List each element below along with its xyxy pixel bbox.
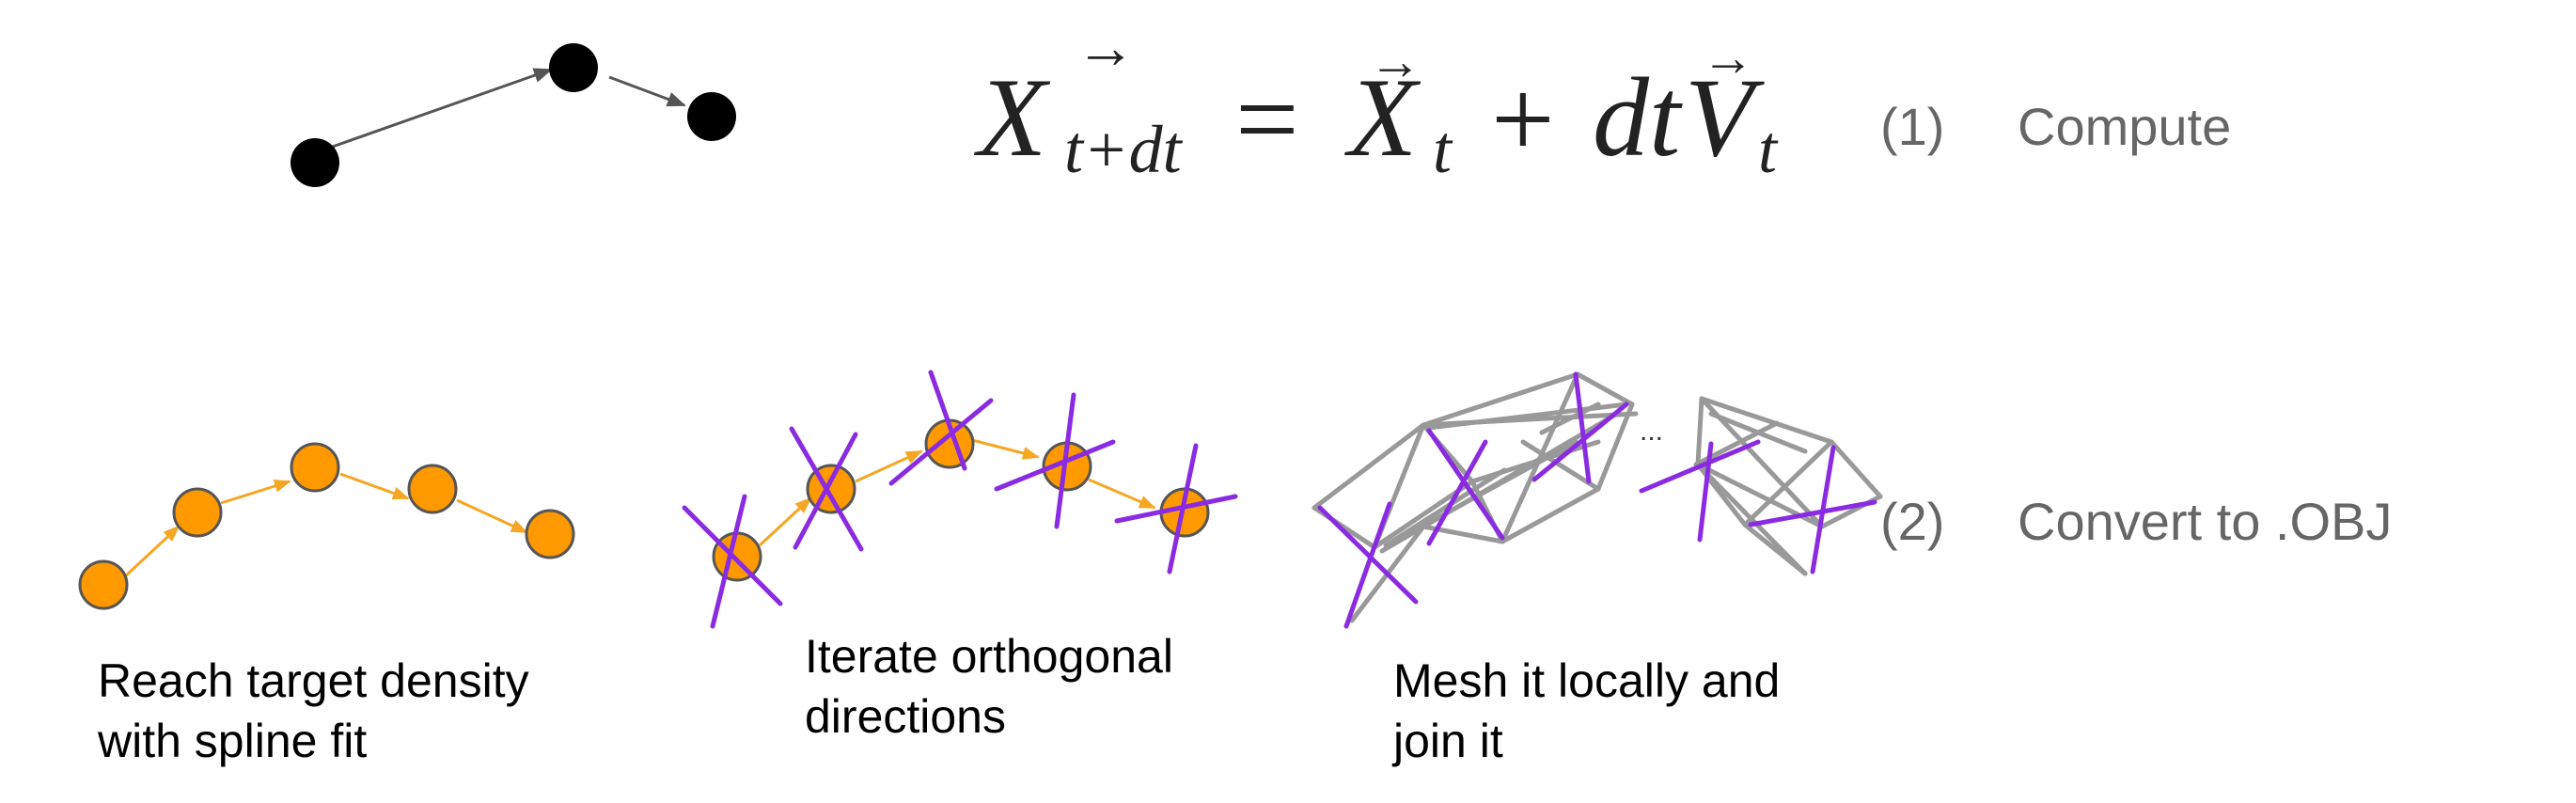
ortho-arrow-4 [1088,478,1156,510]
step-arrow-1 [326,68,553,150]
particle-node-1 [291,138,339,187]
step-arrow-2 [608,75,686,107]
spline-arrow-2 [220,480,291,505]
eq-equals: = [1235,56,1299,181]
spline-node-3 [290,442,340,493]
row-2-number: (2) [1880,492,1945,551]
equation: X → t+dt = X → t + dt V → t [978,14,1786,187]
particle-step-illustration [291,43,736,187]
row-1-number: (1) [1880,97,1945,156]
ortho-node-1 [712,531,762,582]
ortho-cross-3a [928,370,967,471]
orthogonal-directions-illustration [682,370,1238,629]
mesh-illustration: ... [1312,371,1883,629]
spline-fit-illustration [78,442,575,610]
particle-node-2 [549,43,598,92]
row-2-label: Convert to .OBJ [2018,492,2393,551]
ortho-cross-5b [1114,494,1238,524]
mesh-edges-right [1693,396,1883,576]
ortho-cross-3b [888,398,994,486]
caption-mesh: Mesh it locally and join it [1393,654,1781,767]
eq-lhs-symbol: X [978,55,1047,180]
spline-arrow-1 [122,525,181,579]
mesh-ellipsis: ... [1640,416,1663,447]
eq-plus: + [1491,56,1555,181]
ortho-cross-4b [994,439,1116,492]
particle-node-3 [687,92,736,141]
ortho-cross-1b [710,494,747,629]
spline-arrow-3 [339,472,410,500]
eq-lhs-arrow: → [1076,14,1136,81]
row-1-label: Compute [2018,97,2232,156]
ortho-cross-2b [793,432,858,550]
spline-node-2 [172,487,223,538]
spline-node-1 [78,559,129,610]
eq-rhs-x: X [1348,55,1418,180]
spline-arrow-4 [456,498,528,534]
eq-dt: dt [1593,55,1681,180]
eq-lhs-subscript: t+dt [1064,112,1182,187]
spline-node-4 [407,464,458,514]
mesh-cross-lines-left [1317,371,1629,629]
orthogonal-cross-lines [682,370,1238,629]
eq-rhs-v-subscript: t [1758,112,1778,187]
eq-rhs-v-arrow: → [1702,29,1754,87]
caption-orthogonal: Iterate orthogonal directions [805,630,1173,743]
mesh-cross-lines-right [1639,439,1877,575]
caption-spline-fit: Reach target density with spline fit [98,654,529,767]
eq-rhs-x-subscript: t [1433,112,1453,187]
eq-rhs-v: V [1685,55,1754,180]
ortho-arrow-3 [971,438,1040,460]
ortho-arrow-2 [855,449,923,483]
eq-rhs-x-arrow: → [1369,33,1422,91]
ortho-arrow-1 [758,496,812,547]
spline-node-5 [525,509,575,559]
